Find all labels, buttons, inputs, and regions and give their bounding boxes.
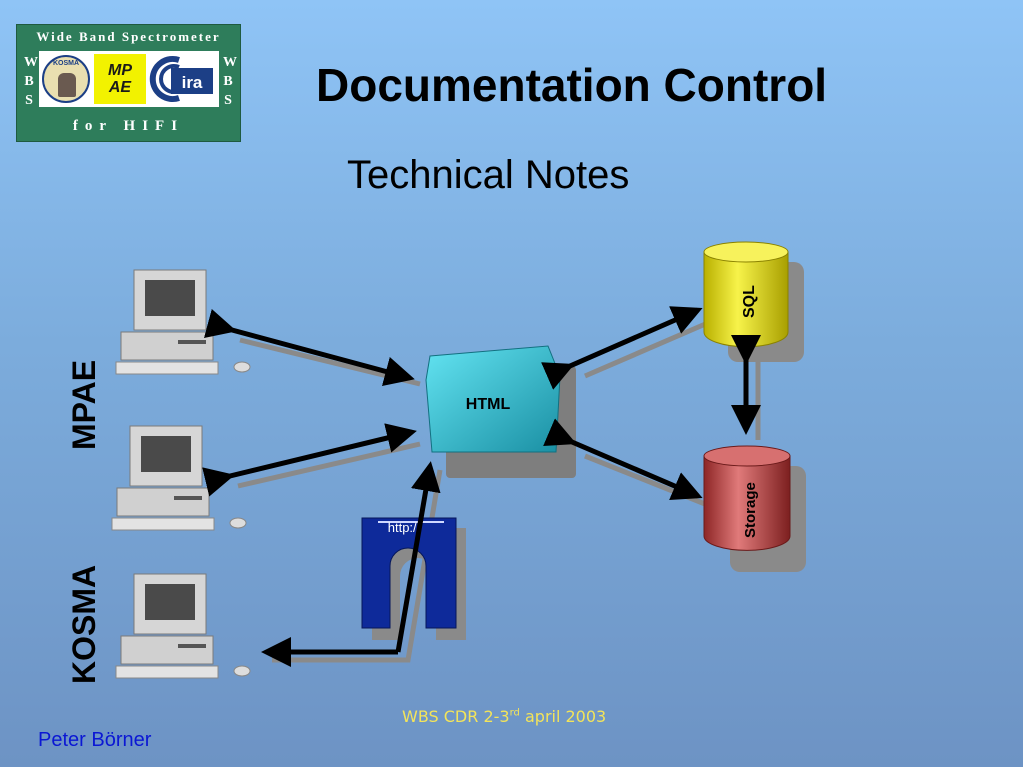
footer-sup: rd	[509, 707, 520, 719]
logo-side-left: WBS	[20, 53, 38, 110]
arrows	[202, 306, 761, 667]
wbs-logo: Wide Band Spectrometer WBS WBS KOSMA MPA…	[16, 24, 241, 142]
ira-logo: ira	[149, 54, 215, 104]
logo-top-text: Wide Band Spectrometer	[36, 29, 221, 44]
footer-main: WBS CDR 2-3	[402, 707, 510, 726]
slide-title: Documentation Control	[316, 59, 828, 111]
logo-panel: KOSMA MPAE ira	[39, 51, 219, 107]
sql-database-icon: SQL	[703, 241, 804, 362]
computer-icon	[111, 425, 247, 531]
slide-subtitle: Technical Notes	[347, 153, 630, 197]
storage-database-icon: Storage	[703, 445, 806, 572]
computer-icon	[115, 573, 251, 679]
db-sql-label: SQL	[741, 285, 758, 318]
http-gateway: http://	[361, 517, 466, 640]
logo-bottom-text: for HIFI	[72, 118, 185, 134]
kosma-logo-text: KOSMA	[52, 60, 80, 67]
footer-rest: april 2003	[519, 707, 607, 726]
kosma-logo: KOSMA	[42, 55, 90, 103]
logo-side-right: WBS	[219, 53, 237, 110]
mpae-logo-text: MPAE	[108, 62, 132, 96]
footer: WBS CDR 2-3rd april 2003	[402, 707, 606, 726]
html-server-label: HTML	[466, 396, 511, 413]
computer-icon	[115, 269, 251, 375]
html-server: HTML	[425, 345, 576, 478]
author-name: Peter Börner	[38, 729, 152, 751]
db-storage-label: Storage	[742, 482, 759, 538]
svg-text:ira: ira	[182, 73, 203, 92]
mpae-logo: MPAE	[94, 54, 146, 104]
gateway-label: http://	[388, 520, 421, 535]
